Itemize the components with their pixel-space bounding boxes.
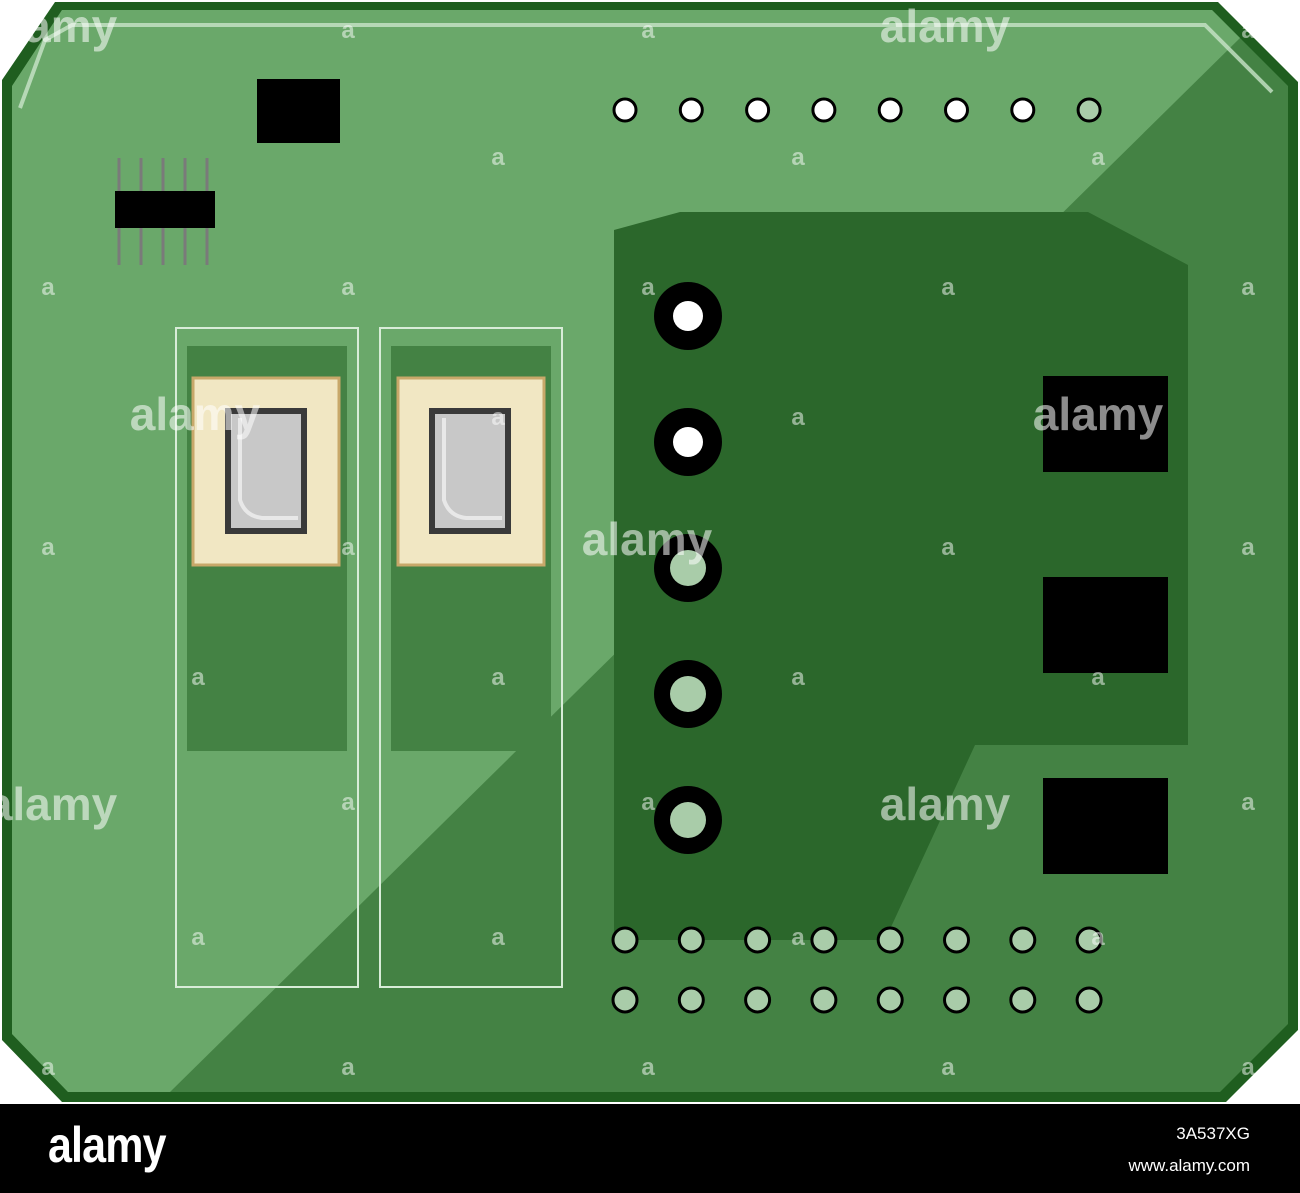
- pin-hole: [1075, 926, 1103, 954]
- pin-hole: [876, 926, 904, 954]
- watermark-glyph: a: [491, 404, 505, 431]
- watermark-glyph: a: [641, 1054, 655, 1081]
- via: [654, 660, 722, 728]
- watermark-glyph: a: [341, 534, 355, 561]
- pin-hole: [877, 97, 903, 123]
- bottom-pin-rows: [611, 926, 1103, 1014]
- watermark-word: alamy: [130, 388, 261, 440]
- component-square-3: [1043, 778, 1168, 874]
- pin-hole: [944, 97, 969, 123]
- image-id: 3A537XG: [1176, 1124, 1250, 1143]
- switch-slot-1: [175, 327, 359, 988]
- board-edge-shine: [18, 23, 1274, 109]
- watermark-glyph: a: [341, 274, 355, 301]
- pin-hole: [677, 926, 705, 954]
- component-square-1: [1043, 376, 1168, 472]
- watermark-glyph: a: [1241, 274, 1255, 301]
- pin-hole: [1076, 97, 1102, 123]
- watermark-word: alamy: [0, 778, 118, 830]
- watermark-glyph: a: [491, 664, 505, 691]
- circuit-board-illustration: alamy alamy alamy alamy alamy alamy alamy a a a a a…: [0, 0, 1298, 1102]
- watermark-glyph: a: [1091, 664, 1105, 691]
- pin-hole: [811, 97, 837, 123]
- ic-chip: [115, 158, 215, 265]
- watermark-glyph: a: [491, 144, 505, 171]
- via: [654, 408, 722, 476]
- watermark-glyph: a: [1241, 17, 1255, 44]
- pin-hole: [611, 986, 639, 1014]
- pin-hole: [745, 97, 771, 123]
- watermark-glyph: a: [791, 144, 805, 171]
- via: [654, 786, 722, 854]
- watermark-word: alamy: [880, 778, 1011, 830]
- watermark-glyph: a: [41, 534, 55, 561]
- via-column: [654, 282, 722, 854]
- via: [654, 282, 722, 350]
- switch-slot-2: [379, 327, 563, 988]
- via: [654, 534, 722, 602]
- top-pin-row: [612, 97, 1102, 123]
- watermark-glyph: a: [641, 274, 655, 301]
- watermark-glyph: a: [941, 1054, 955, 1081]
- watermark-glyph: a: [191, 664, 205, 691]
- watermark-glyph: a: [41, 274, 55, 301]
- footer-url: www.alamy.com: [1128, 1156, 1250, 1175]
- pin-hole: [810, 926, 838, 954]
- footer-logo: alamy: [48, 1117, 166, 1173]
- pin-hole: [611, 926, 639, 954]
- watermark-glyph: a: [1241, 1054, 1255, 1081]
- watermark-word: alamy: [0, 0, 118, 52]
- pin-hole: [1010, 97, 1036, 123]
- pin-hole: [744, 986, 772, 1014]
- watermark-glyph: a: [41, 1054, 55, 1081]
- watermark-word: alamy: [880, 0, 1011, 52]
- pin-hole: [612, 97, 638, 123]
- component-square-2: [1043, 577, 1168, 673]
- pin-hole: [677, 986, 705, 1014]
- watermark-glyph: a: [941, 534, 955, 561]
- watermark-glyph: a: [791, 664, 805, 691]
- watermark-word: alamy: [582, 513, 713, 565]
- watermark-glyph: a: [491, 924, 505, 951]
- pin-hole: [1009, 926, 1037, 954]
- pin-hole: [810, 986, 838, 1014]
- watermark-glyph: a: [191, 924, 205, 951]
- watermark-layer: alamy alamy alamy alamy alamy alamy alamy a a a a a…: [0, 0, 1255, 1081]
- pin-hole: [1009, 986, 1037, 1014]
- footer-bar: alamy 3A537XG www.alamy.com: [0, 1104, 1300, 1193]
- smd-chip: [257, 79, 340, 143]
- watermark-glyph: a: [791, 404, 805, 431]
- pin-hole: [943, 926, 970, 954]
- watermark-glyph: a: [1091, 924, 1105, 951]
- watermark-glyph: a: [1241, 789, 1255, 816]
- pin-hole: [678, 97, 704, 123]
- watermark-glyph: a: [791, 924, 805, 951]
- watermark-glyph: a: [641, 789, 655, 816]
- watermark-word: alamy: [1033, 388, 1164, 440]
- watermark-glyph: a: [641, 17, 655, 44]
- pin-hole: [943, 986, 970, 1014]
- pin-hole: [744, 926, 772, 954]
- watermark-glyph: a: [941, 274, 955, 301]
- watermark-glyph: a: [341, 789, 355, 816]
- watermark-glyph: a: [341, 1054, 355, 1081]
- watermark-glyph: a: [1091, 144, 1105, 171]
- pin-hole: [1075, 986, 1103, 1014]
- pin-hole: [876, 986, 904, 1014]
- watermark-glyph: a: [1241, 534, 1255, 561]
- watermark-glyph: a: [341, 17, 355, 44]
